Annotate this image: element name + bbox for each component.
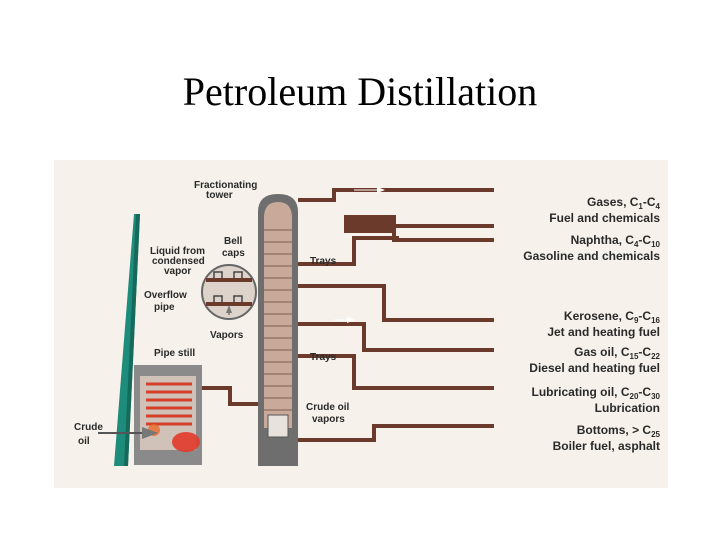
label-fractionating-tower: Fractionating tower: [194, 180, 260, 201]
use-gas-oil: Diesel and heating fuel: [529, 361, 660, 375]
pipe-bottoms: [298, 424, 494, 442]
fractionating-tower: [258, 194, 298, 466]
pipe-lubricating-oil: [298, 354, 494, 390]
transfer-line: [202, 386, 258, 406]
use-bottoms: Boiler fuel, asphalt: [553, 439, 660, 453]
use-gases: Fuel and chemicals: [549, 211, 660, 225]
use-lubricating-oil: Lubrication: [595, 401, 660, 415]
label-crude-oil: Crude oil: [74, 422, 106, 447]
label-overflow-pipe: Overflow pipe: [144, 290, 190, 313]
pipe-gases: [298, 188, 494, 202]
pipe-naphtha: [392, 226, 494, 242]
diagram-canvas: Fractionating tower Liquid from condense…: [74, 180, 661, 466]
pipe-kerosene: [298, 284, 494, 322]
product-naphtha: Naphtha, C4-C10: [571, 233, 661, 249]
product-kerosene: Kerosene, C9-C16: [564, 309, 661, 325]
furnace-flame: [172, 432, 200, 452]
product-bottoms: Bottoms, > C25: [577, 423, 661, 439]
product-gases: Gases, C1-C4: [587, 195, 661, 211]
product-lubricating-oil: Lubricating oil, C20-C30: [532, 385, 661, 401]
bell-caps-detail: [201, 264, 257, 320]
pipe-still-furnace: [134, 365, 202, 465]
product-gas-oil: Gas oil, C15-C22: [574, 345, 660, 361]
slide-title: Petroleum Distillation: [182, 69, 538, 114]
label-crude-oil-vapors: Crude oil vapors: [306, 402, 352, 425]
label-pipe-still: Pipe still: [154, 348, 195, 359]
distillation-diagram: Fractionating tower Liquid from condense…: [54, 160, 668, 488]
pipe-naphtha-return: [298, 236, 399, 266]
use-kerosene: Jet and heating fuel: [547, 325, 660, 339]
label-trays-lower: Trays: [310, 352, 337, 363]
label-liquid: Liquid from condensed vapor: [150, 246, 208, 277]
label-bell-caps: Bell caps: [222, 236, 245, 259]
pipe-gas-oil: [298, 322, 494, 352]
label-trays-upper: Trays: [310, 256, 337, 267]
product-pipes: [298, 188, 494, 442]
use-naphtha: Gasoline and chemicals: [523, 249, 660, 263]
label-vapors: Vapors: [210, 330, 244, 341]
